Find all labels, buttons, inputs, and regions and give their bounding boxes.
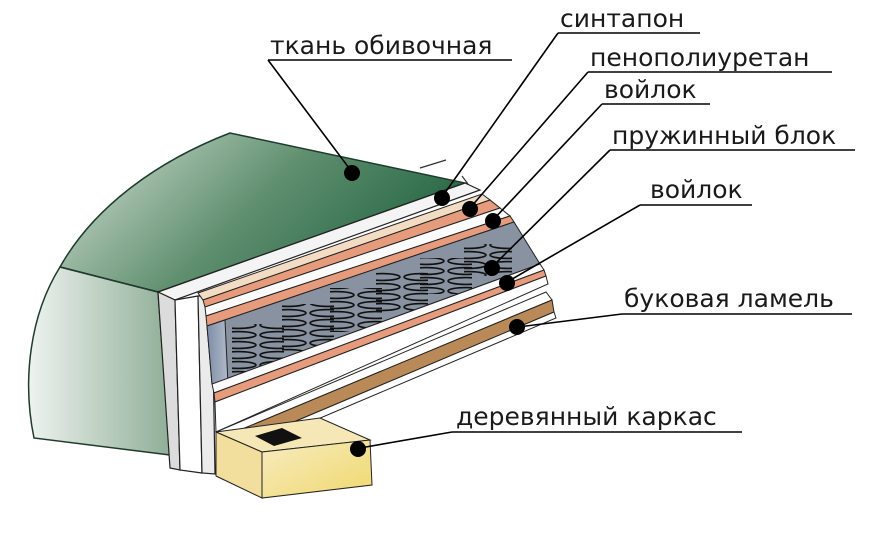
callouts [267, 32, 855, 457]
armrest-front-fabric [27, 266, 171, 456]
armrest [27, 132, 469, 456]
label-upholstery-fabric: ткань обивочная [270, 31, 492, 60]
frame-side-panel [156, 182, 482, 475]
label-felt-top: войлок [604, 75, 697, 104]
spring-coils [232, 244, 512, 376]
label-beech-slat: буковая ламель [624, 284, 834, 313]
mattress-layers [197, 193, 549, 433]
label-wooden-frame: деревянный каркас [456, 402, 717, 431]
armrest-top-fabric [58, 132, 468, 293]
frame-joint [255, 428, 302, 446]
label-polyurethane-foam: пенополиуретан [590, 43, 810, 72]
wooden-frame-block [214, 417, 373, 499]
label-sintepon: синтапон [560, 4, 684, 33]
label-felt-bottom: войлок [650, 175, 743, 204]
label-spring-block: пружинный блок [612, 121, 836, 150]
